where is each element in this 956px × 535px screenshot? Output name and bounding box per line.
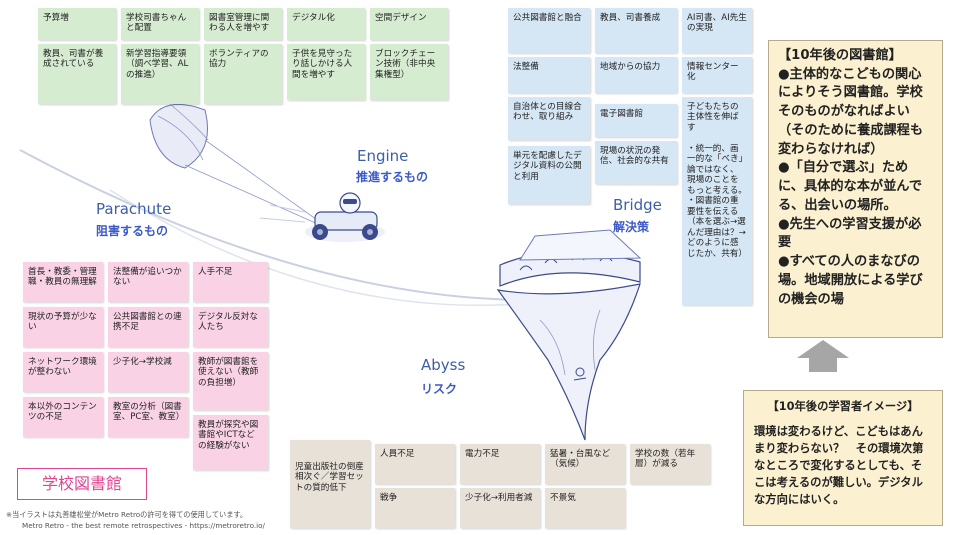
bridge-note[interactable]: 現場の状況の発信、社会的な共有 (595, 141, 677, 184)
future-learner-box: 【10年後の学習者イメージ】 環境は変わるけど、こどもはあんまり変わらない？ そ… (743, 390, 943, 526)
abyss-rock-icon (496, 283, 641, 441)
parachute-note[interactable]: 本以外のコンテンツの不足 (23, 397, 103, 437)
parachute-note[interactable]: ネットワーク環境が整わない (23, 352, 103, 392)
parachute-note[interactable]: 教師が図書館を使えない（教師の負担増） (193, 352, 268, 410)
abyss-note[interactable]: 児童出版社の倒産相次ぐ／学習セットの質的低下 (290, 440, 370, 528)
parachute-note[interactable]: 首長・教委・管理職・教員の無理解 (23, 262, 103, 302)
parachute-note[interactable]: 少子化→学校減 (108, 352, 188, 392)
bridge-note[interactable]: 情報センター化 (682, 57, 752, 93)
future-library-point: ●すべての人のまなびの場。地域開放による学びの機会の場 (778, 254, 923, 307)
future-library-point: ●主体的なこどもの関心によりそう図書館。学校そのものがなればよい（そのために養成… (778, 66, 924, 157)
up-arrow-icon (797, 340, 849, 372)
bridge-note[interactable]: 公共図書館と融合 (508, 8, 590, 53)
bridge-note[interactable]: 電子図書館 (595, 104, 677, 137)
engine-note[interactable]: ボランティアの協力 (204, 44, 282, 104)
parachute-sublabel: 阻害するもの (96, 224, 169, 238)
bridge-note[interactable]: 教員、司書養成 (595, 8, 677, 53)
parachute-icon (149, 103, 321, 226)
engine-note[interactable]: 空間デザイン (370, 8, 448, 40)
bridge-note[interactable]: 法整備 (508, 57, 590, 93)
abyss-note[interactable]: 人員不足 (375, 444, 455, 484)
parachute-note[interactable]: 法整備が追いつかない (108, 262, 188, 302)
parachute-note[interactable]: 教室の分析（図書室、PC室、教室） (108, 397, 188, 437)
abyss-label: Abyss (421, 356, 466, 374)
track-line (19, 149, 531, 301)
parachute-note[interactable]: 公共図書館との連携不足 (108, 307, 188, 347)
parachute-label: Parachute (96, 200, 172, 218)
abyss-note[interactable]: 学校の数（若年層）が減る (630, 444, 710, 484)
parachute-note[interactable]: 人手不足 (193, 262, 268, 302)
future-library-title: 【10年後の図書館】 (778, 48, 902, 63)
future-learner-text: 環境は変わるけど、こどもはあんまり変わらない？ その環境次第なところで変化すると… (754, 424, 924, 506)
bridge-note[interactable]: 地域からの協力 (595, 57, 677, 93)
engine-note[interactable]: デジタル化 (287, 8, 365, 40)
abyss-note[interactable]: 戦争 (375, 488, 455, 528)
parachute-note[interactable]: 現状の予算が少ない (23, 307, 103, 347)
future-library-point: ●「自分で選ぶ」ために、具体的な本が並んでる、出会いの場所。 (778, 160, 923, 213)
abyss-note[interactable]: 電力不足 (460, 444, 540, 484)
engine-note[interactable]: 学校司書ちゃんと配置 (121, 8, 199, 40)
credit-line-1: ※当イラストは丸善雄松堂がMetro Retroの許可を得ての使用しています。 (6, 510, 248, 519)
future-library-point: ●先生への学習支援が必要 (778, 216, 922, 251)
abyss-note[interactable]: 少子化→利用者減 (460, 488, 540, 528)
engine-note[interactable]: 新学習指導要領（調べ学習、ALの推進） (121, 44, 199, 104)
bridge-note[interactable]: 子どもたちの主体性を伸ばす ・統一的、画一的な「べき」論ではなく、現場のことをも… (682, 97, 752, 305)
abyss-note[interactable]: 不景気 (545, 488, 625, 528)
school-library-label: 学校図書館 (17, 468, 147, 500)
race-car-icon (259, 192, 385, 242)
engine-note[interactable]: 子供を見守ったり話しかける人間を増やす (287, 44, 365, 100)
engine-note[interactable]: ブロックチェーン技術（非中央集権型） (370, 44, 448, 100)
bridge-label: Bridge (613, 196, 662, 214)
future-learner-title: 【10年後の学習者イメージ】 (767, 400, 919, 413)
bridge-sublabel: 解決策 (613, 220, 650, 234)
engine-sublabel: 推進するもの (356, 170, 429, 184)
engine-note[interactable]: 予算増 (38, 8, 116, 40)
parachute-note[interactable]: デジタル反対な人たち (193, 307, 268, 347)
track-line-2 (109, 189, 561, 307)
bridge-note[interactable]: 単元を配慮したデジタル資料の公開と利用 (508, 146, 590, 204)
future-library-box: 【10年後の図書館】 ●主体的なこどもの関心によりそう図書館。学校そのものがなれ… (768, 40, 943, 338)
engine-note[interactable]: 図書室管理に関わる人を増やす (204, 8, 282, 40)
bridge-icon (499, 229, 642, 287)
abyss-sublabel: リスク (421, 382, 458, 396)
bridge-note[interactable]: 自治体との目線合わせ、取り組み (508, 97, 590, 140)
parachute-note[interactable]: 教員が探究や図書館やICTなどの経験がない (193, 415, 268, 470)
engine-label: Engine (357, 147, 409, 165)
engine-note[interactable]: 教員、司書が養成されている (38, 44, 116, 104)
credit-line-2: Metro Retro - the best remote retrospect… (22, 521, 265, 530)
abyss-note[interactable]: 猛暑・台風など（気候） (545, 444, 625, 484)
bridge-note[interactable]: AI司書、AI先生の実現 (682, 8, 752, 53)
